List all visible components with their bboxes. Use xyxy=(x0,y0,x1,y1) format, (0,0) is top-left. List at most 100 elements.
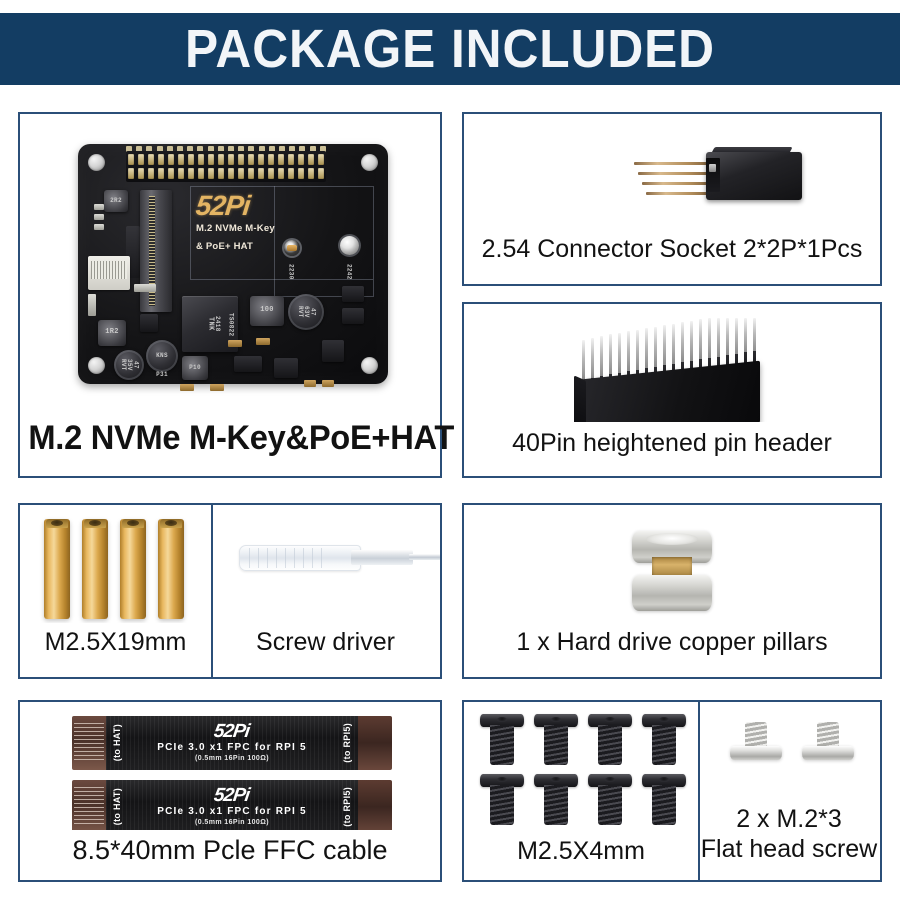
component-resistor xyxy=(304,380,316,387)
panel-board: 52Pi M.2 NVMe M-Key & PoE+ HAT 2230 2242… xyxy=(18,112,455,478)
component-resistor xyxy=(256,338,270,345)
component-capacitor xyxy=(94,214,104,220)
caption-screwdriver: Screw driver xyxy=(256,628,395,656)
board-logo-52pi: 52Pi xyxy=(194,190,252,221)
screw-black xyxy=(588,714,632,766)
ffc-cable-body xyxy=(106,780,358,830)
panel-screws: M2.5X4mm 2 x M.2*3 Flat head screw xyxy=(462,700,882,882)
mounting-hole-icon xyxy=(361,154,378,171)
panel-connector-socket: 2.54 Connector Socket 2*2P*1Pcs xyxy=(462,112,882,286)
m2-standoff-screw-2242 xyxy=(340,236,359,255)
connector-socket-photo xyxy=(464,114,880,226)
connector-pin xyxy=(642,182,712,185)
subpanel-screwdriver: Screw driver xyxy=(211,505,440,677)
board-silk-line1: M.2 NVMe M-Key xyxy=(196,223,275,234)
component-capacitor xyxy=(88,294,96,316)
connector-pin xyxy=(634,162,712,165)
m2-key-slot xyxy=(140,190,172,312)
caption-silver-screws-line1: 2 x M.2*3 xyxy=(736,805,842,833)
component-resistor xyxy=(210,384,224,391)
component-ic-qfn xyxy=(274,358,298,378)
screw-black xyxy=(480,774,524,826)
component-inductor-1r2: 1R2 xyxy=(98,320,126,346)
caption-silver-screws-line2: Flat head screw xyxy=(700,835,878,863)
connector-pin xyxy=(638,172,712,175)
ffc-contact-end-hat xyxy=(72,780,106,830)
connector-slot xyxy=(706,158,720,192)
screw-black xyxy=(588,774,632,826)
ffc-spec-line1: PCIe 3.0 x1 FPC for RPI 5 xyxy=(157,806,307,818)
component-cap-47-35v: 47 35V RVT xyxy=(114,350,144,380)
pillar-disc-bottom xyxy=(632,575,712,611)
silk-label-2230: 2230 xyxy=(287,264,295,280)
caption-connector: 2.54 Connector Socket 2*2P*1Pcs xyxy=(481,235,863,263)
component-cap-47-63v: 47 63V RVT xyxy=(288,294,324,330)
ffc-logo-52pi: 52Pi xyxy=(212,785,252,807)
mounting-hole-icon xyxy=(88,154,105,171)
ffc-contact-end-rpi xyxy=(358,716,392,770)
caption-board: M.2 NVMe M-Key&PoE+HAT xyxy=(28,419,455,457)
ffc-connector xyxy=(88,256,130,290)
ffc-contact-end-hat xyxy=(72,716,106,770)
ffc-label-to-rpi5: (to RPI5) xyxy=(342,723,352,763)
pcb-board-photo: 52Pi M.2 NVMe M-Key & PoE+ HAT 2230 2242… xyxy=(20,114,440,414)
panel-ffc-cable: (to HAT) 52Pi PCIe 3.0 x1 FPC for RPI 5 … xyxy=(18,700,442,882)
pcb-trace-zone xyxy=(274,186,374,297)
board-silkscreen: 52Pi M.2 NVMe M-Key & PoE+ HAT xyxy=(194,190,314,256)
component-cap-kns: KNS xyxy=(146,340,178,372)
silk-label-2242: 2242 xyxy=(345,264,353,280)
caption-black-screws: M2.5X4mm xyxy=(517,837,645,865)
pcb-trace-zone xyxy=(190,186,373,280)
silk-label-p31: P31 xyxy=(156,370,168,378)
screwdriver-photo xyxy=(211,505,440,623)
ffc-spec-line2: (0.5mm 16Pin 100Ω) xyxy=(195,819,269,827)
component-capacitor xyxy=(134,284,156,292)
ffc-center-print: 52Pi PCIe 3.0 x1 FPC for RPI 5 (0.5mm 16… xyxy=(130,716,334,770)
caption-standoffs: M2.5X19mm xyxy=(44,628,187,656)
ffc-cable-item: (to HAT) 52Pi PCIe 3.0 x1 FPC for RPI 5 … xyxy=(72,716,392,770)
panel-copper-pillars: 1 x Hard drive copper pillars xyxy=(462,503,882,679)
ffc-label-to-hat: (to HAT) xyxy=(112,788,122,826)
component-capacitor xyxy=(94,224,104,230)
subpanel-standoffs: M2.5X19mm xyxy=(20,505,211,677)
screw-silver xyxy=(730,722,782,772)
component-resistor xyxy=(228,340,242,347)
ffc-cable-photo: (to HAT) 52Pi PCIe 3.0 x1 FPC for RPI 5 … xyxy=(20,702,440,830)
ffc-contact-end-rpi xyxy=(358,780,392,830)
screw-silver xyxy=(802,722,854,772)
standoff-item xyxy=(44,519,70,619)
screw-black xyxy=(642,714,686,766)
board-silk-line2: & PoE+ HAT xyxy=(196,241,253,253)
component-mosfet xyxy=(342,286,364,302)
ffc-cable-body xyxy=(106,716,358,770)
screw-black xyxy=(480,714,524,766)
ffc-cable-item: (to HAT) 52Pi PCIe 3.0 x1 FPC for RPI 5 … xyxy=(72,780,392,830)
component-inductor-100: 100 xyxy=(250,296,284,326)
standoff-item xyxy=(158,519,184,619)
panel-divider xyxy=(211,505,213,677)
mounting-hole-icon xyxy=(361,357,378,374)
gpio-40pin-header xyxy=(126,151,326,182)
panel-pin-header: 40Pin heightened pin header xyxy=(462,302,882,478)
ffc-label-to-rpi5: (to RPI5) xyxy=(342,787,352,827)
screwdriver-handle xyxy=(239,545,361,571)
standoff-item xyxy=(120,519,146,619)
ffc-logo-52pi: 52Pi xyxy=(212,721,252,743)
panel-standoffs-screwdriver: M2.5X19mm Screw driver xyxy=(18,503,442,679)
standoff-photo xyxy=(20,505,211,623)
component-resistor xyxy=(322,380,334,387)
page-title: PACKAGE INCLUDED xyxy=(185,19,715,79)
screw-black xyxy=(642,774,686,826)
mounting-hole-icon xyxy=(88,357,105,374)
component-inductor-p10: P10 xyxy=(182,356,208,380)
black-screws-photo xyxy=(464,702,698,830)
caption-pillars: 1 x Hard drive copper pillars xyxy=(516,628,828,656)
connector-housing xyxy=(706,152,802,200)
m2-standoff-pad-2230 xyxy=(284,240,300,256)
pillar-copper-core xyxy=(652,557,692,579)
silver-screws-photo xyxy=(698,702,880,806)
standoff-item xyxy=(82,519,108,619)
caption-ffc: 8.5*40mm Pcle FFC cable xyxy=(72,835,388,865)
component-transformer-code: TS0822 xyxy=(227,313,235,337)
screw-black xyxy=(534,774,578,826)
